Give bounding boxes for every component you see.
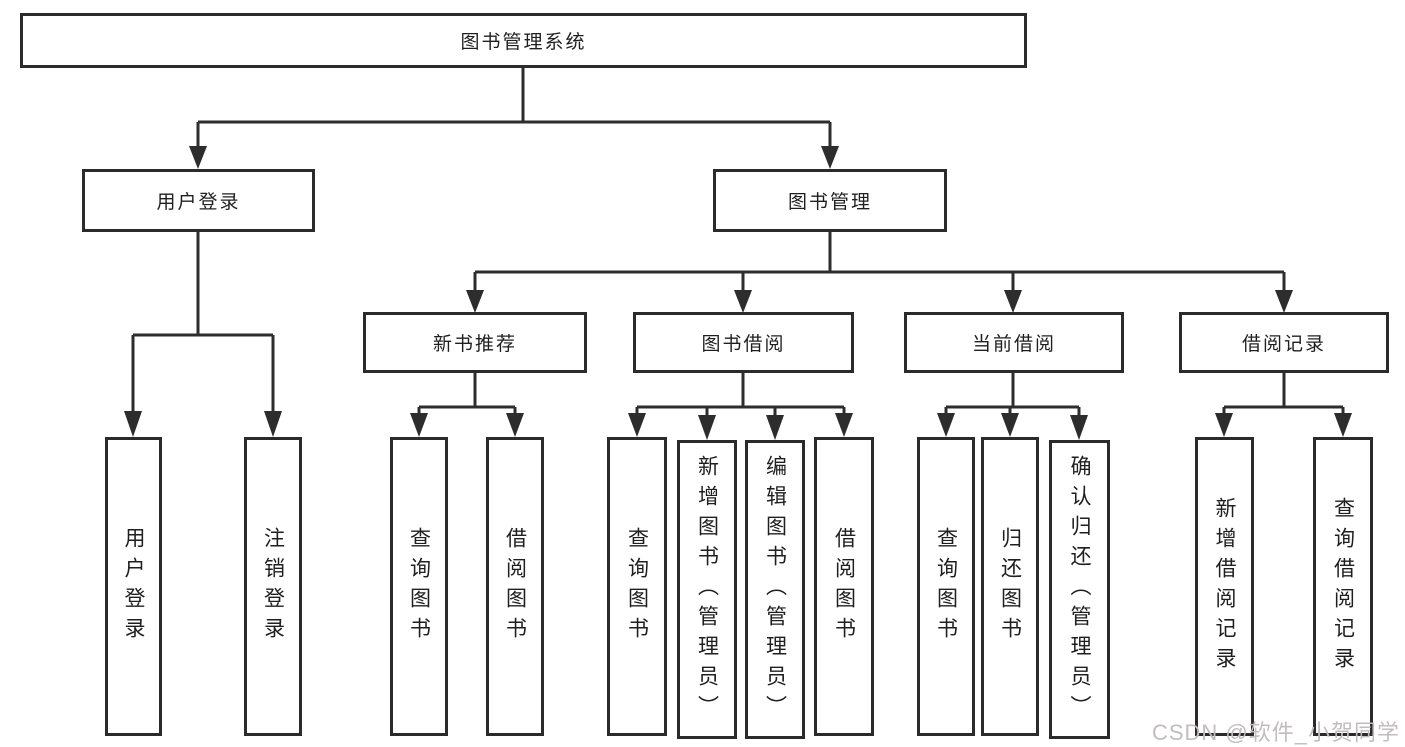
connector-new-book-recommend-children: [410, 373, 524, 437]
arrow-down-icon: [1334, 413, 1352, 437]
node-book-management: 图书管理: [713, 169, 947, 232]
arrow-down-icon: [1004, 290, 1022, 313]
connector-book-borrow-children: [628, 373, 853, 440]
arrow-down-icon: [698, 415, 716, 440]
leaf-edit-books-admin: 编辑图书（管理员）: [745, 440, 805, 739]
connector-book-management-children: [466, 232, 1293, 313]
connector-user-login-children: [124, 232, 282, 437]
arrow-down-icon: [1070, 415, 1088, 440]
arrow-down-icon: [835, 413, 853, 437]
node-root-system: 图书管理系统: [20, 13, 1027, 68]
leaf-borrow-books: 借阅图书: [814, 437, 874, 736]
arrow-down-icon: [1275, 290, 1293, 313]
node-borrow-records: 借阅记录: [1179, 312, 1389, 373]
arrow-down-icon: [766, 415, 784, 440]
node-current-borrow: 当前借阅: [904, 312, 1124, 373]
connector-root-to-level2: [189, 68, 839, 169]
leaf-current-query-books: 查询图书: [917, 437, 975, 736]
leaf-user-login: 用户登录: [105, 437, 162, 736]
arrow-down-icon: [734, 290, 752, 313]
node-book-borrow: 图书借阅: [633, 312, 854, 373]
arrow-down-icon: [466, 290, 484, 313]
arrow-down-icon: [264, 411, 282, 437]
arrow-down-icon: [506, 413, 524, 437]
connector-current-borrow-children: [937, 373, 1088, 440]
leaf-recommend-borrow-books: 借阅图书: [486, 437, 544, 736]
leaf-borrow-query-books: 查询图书: [607, 437, 667, 736]
leaf-query-borrow-record: 查询借阅记录: [1313, 437, 1373, 736]
leaf-logout: 注销登录: [244, 437, 302, 736]
arrow-down-icon: [124, 411, 142, 437]
arrow-down-icon: [1215, 413, 1233, 437]
arrow-down-icon: [189, 146, 207, 169]
arrow-down-icon: [1001, 413, 1019, 437]
leaf-add-books-admin: 新增图书（管理员）: [677, 440, 737, 739]
csdn-watermark: CSDN @软件_小贺同学: [1151, 720, 1400, 745]
leaf-return-books: 归还图书: [981, 437, 1039, 736]
connector-borrow-records-children: [1215, 373, 1352, 437]
leaf-confirm-return-admin: 确认归还（管理员）: [1049, 440, 1110, 739]
arrow-down-icon: [628, 413, 646, 437]
leaf-add-borrow-record: 新增借阅记录: [1195, 437, 1254, 736]
node-user-login: 用户登录: [82, 169, 315, 232]
arrow-down-icon: [821, 146, 839, 169]
arrow-down-icon: [937, 413, 955, 437]
leaf-recommend-query-books: 查询图书: [390, 437, 448, 736]
node-new-book-recommend: 新书推荐: [363, 312, 587, 373]
arrow-down-icon: [410, 413, 428, 437]
